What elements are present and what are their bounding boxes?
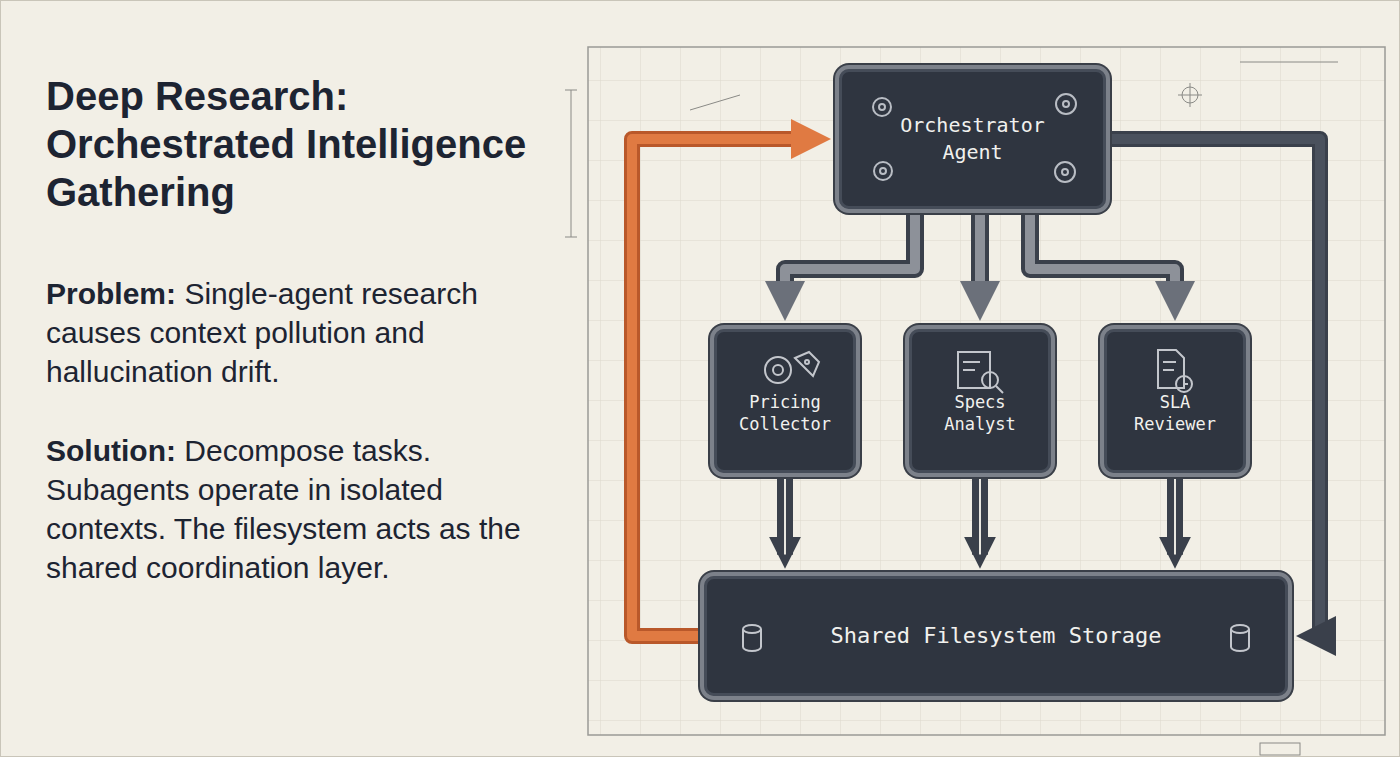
subagent-box: SLA Reviewer	[1100, 325, 1250, 477]
node-label: Shared Filesystem Storage	[830, 622, 1161, 650]
flow-connector	[980, 213, 981, 303]
node-label: Pricing Collector	[726, 391, 844, 435]
database-icons	[743, 625, 1249, 651]
node-label: Specs Analyst	[921, 391, 1039, 435]
subagent-box: Specs Analyst	[905, 325, 1055, 477]
label-heading: Solution:	[46, 434, 176, 467]
storage-box: Shared Filesystem Storage	[700, 572, 1292, 700]
flow-connector	[980, 477, 981, 554]
flow-connector	[1030, 213, 1175, 303]
flow-connector	[785, 477, 786, 554]
solution-paragraph: Solution: Decompose tasks. Subagents ope…	[46, 431, 546, 587]
problem-paragraph: Problem: Single-agent research causes co…	[46, 274, 546, 391]
specs-icon	[958, 352, 1003, 393]
blueprint-frame	[588, 47, 1385, 735]
node-label: Orchestrator Agent	[899, 112, 1046, 166]
orchestrator-box: Orchestrator Agent	[835, 65, 1110, 213]
title: Deep Research: Orchestrated Intelligence…	[46, 72, 546, 216]
sla-icon	[1158, 350, 1192, 392]
flow-connector	[1175, 477, 1176, 554]
node-label: SLA Reviewer	[1116, 391, 1234, 435]
text-panel: Deep Research: Orchestrated Intelligence…	[46, 72, 546, 587]
pricing-icon	[765, 352, 819, 383]
label-heading: Problem:	[46, 277, 176, 310]
gear-icons	[873, 94, 1076, 182]
flow-connector	[785, 213, 915, 303]
subagent-box: Pricing Collector	[710, 325, 860, 477]
